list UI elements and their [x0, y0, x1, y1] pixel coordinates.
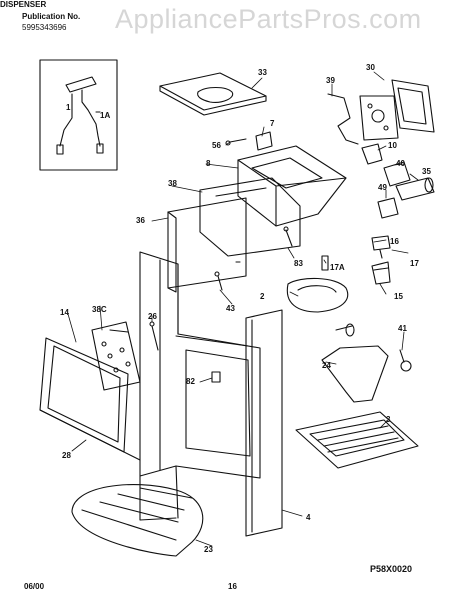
callout-43: 43 [226, 304, 235, 313]
part-43-screw [214, 271, 223, 291]
callout-23: 23 [204, 545, 213, 554]
part-35-rod [395, 177, 435, 201]
part-24-tube [321, 323, 389, 403]
callout-2: 2 [260, 292, 265, 301]
callout-33: 33 [258, 68, 267, 77]
part-56-screw [225, 138, 247, 146]
part-2-ring [286, 277, 349, 313]
callout-35: 35 [422, 167, 431, 176]
inset-wire-harness [39, 59, 118, 171]
leader-lines [67, 71, 419, 547]
callout-49: 49 [378, 183, 387, 192]
callout-16: 16 [390, 237, 399, 246]
callout-40: 40 [396, 159, 405, 168]
part-38c-board [91, 321, 141, 391]
callout-36: 36 [136, 216, 145, 225]
part-38-panel [199, 177, 301, 257]
callout-28: 28 [62, 451, 71, 460]
section-title: DISPENSER [0, 0, 47, 9]
callout-41: 41 [398, 324, 407, 333]
callout-38: 38 [168, 179, 177, 188]
callout-30: 30 [366, 63, 375, 72]
part-15-cap [371, 261, 391, 285]
part-16-valve [371, 235, 391, 259]
callout-82: 82 [186, 377, 195, 386]
part-82-clip [211, 371, 221, 383]
part-28-frame [39, 409, 141, 461]
callout-39: 39 [326, 76, 335, 85]
watermark-text: AppliancePartsPros.com [115, 4, 422, 34]
callout-38c: 38C [92, 305, 107, 314]
part-14-fascia [39, 337, 129, 453]
part-10-bracket [361, 143, 383, 165]
callout-labels: 1 1A 33 39 30 7 56 10 8 40 35 38 49 36 1… [60, 63, 431, 554]
part-41-fitting [399, 349, 412, 372]
part-4-panel [245, 309, 283, 537]
callout-10: 10 [388, 141, 397, 150]
part-83-screw [283, 226, 293, 247]
part-36-board [167, 197, 247, 293]
part-49-clip [377, 197, 399, 219]
callout-17: 17 [410, 259, 419, 268]
part-23-tray [71, 484, 204, 557]
part-7-bracket [255, 131, 273, 151]
callout-3: 3 [386, 415, 391, 424]
part-26-screw [149, 321, 159, 351]
callout-14: 14 [60, 308, 69, 317]
page-number: 16 [228, 582, 237, 591]
part-40-solenoid [383, 161, 411, 187]
diagram-code: P58X0020 [370, 564, 413, 574]
callout-15: 15 [394, 292, 403, 301]
part-30-motor-assembly [359, 79, 435, 141]
callout-1: 1 [66, 103, 71, 112]
callout-24: 24 [322, 361, 331, 370]
callout-17a: 17A [330, 263, 345, 272]
callout-8: 8 [206, 159, 211, 168]
callout-26: 26 [148, 312, 157, 321]
part-8-housing [237, 145, 347, 227]
callout-56: 56 [212, 141, 221, 150]
part-39-wire [327, 93, 359, 145]
part-33-top-plate [159, 72, 267, 116]
part-3-heater [295, 411, 419, 469]
dispenser-body [139, 251, 261, 521]
part-17a-screw [321, 255, 329, 271]
footer-date: 06/00 [24, 582, 45, 591]
callout-4: 4 [306, 513, 311, 522]
publication-label: Publication No. [22, 12, 81, 21]
callout-83: 83 [294, 259, 303, 268]
part-number: 5995343696 [22, 23, 67, 32]
callout-7: 7 [270, 119, 275, 128]
callout-1a: 1A [100, 111, 110, 120]
